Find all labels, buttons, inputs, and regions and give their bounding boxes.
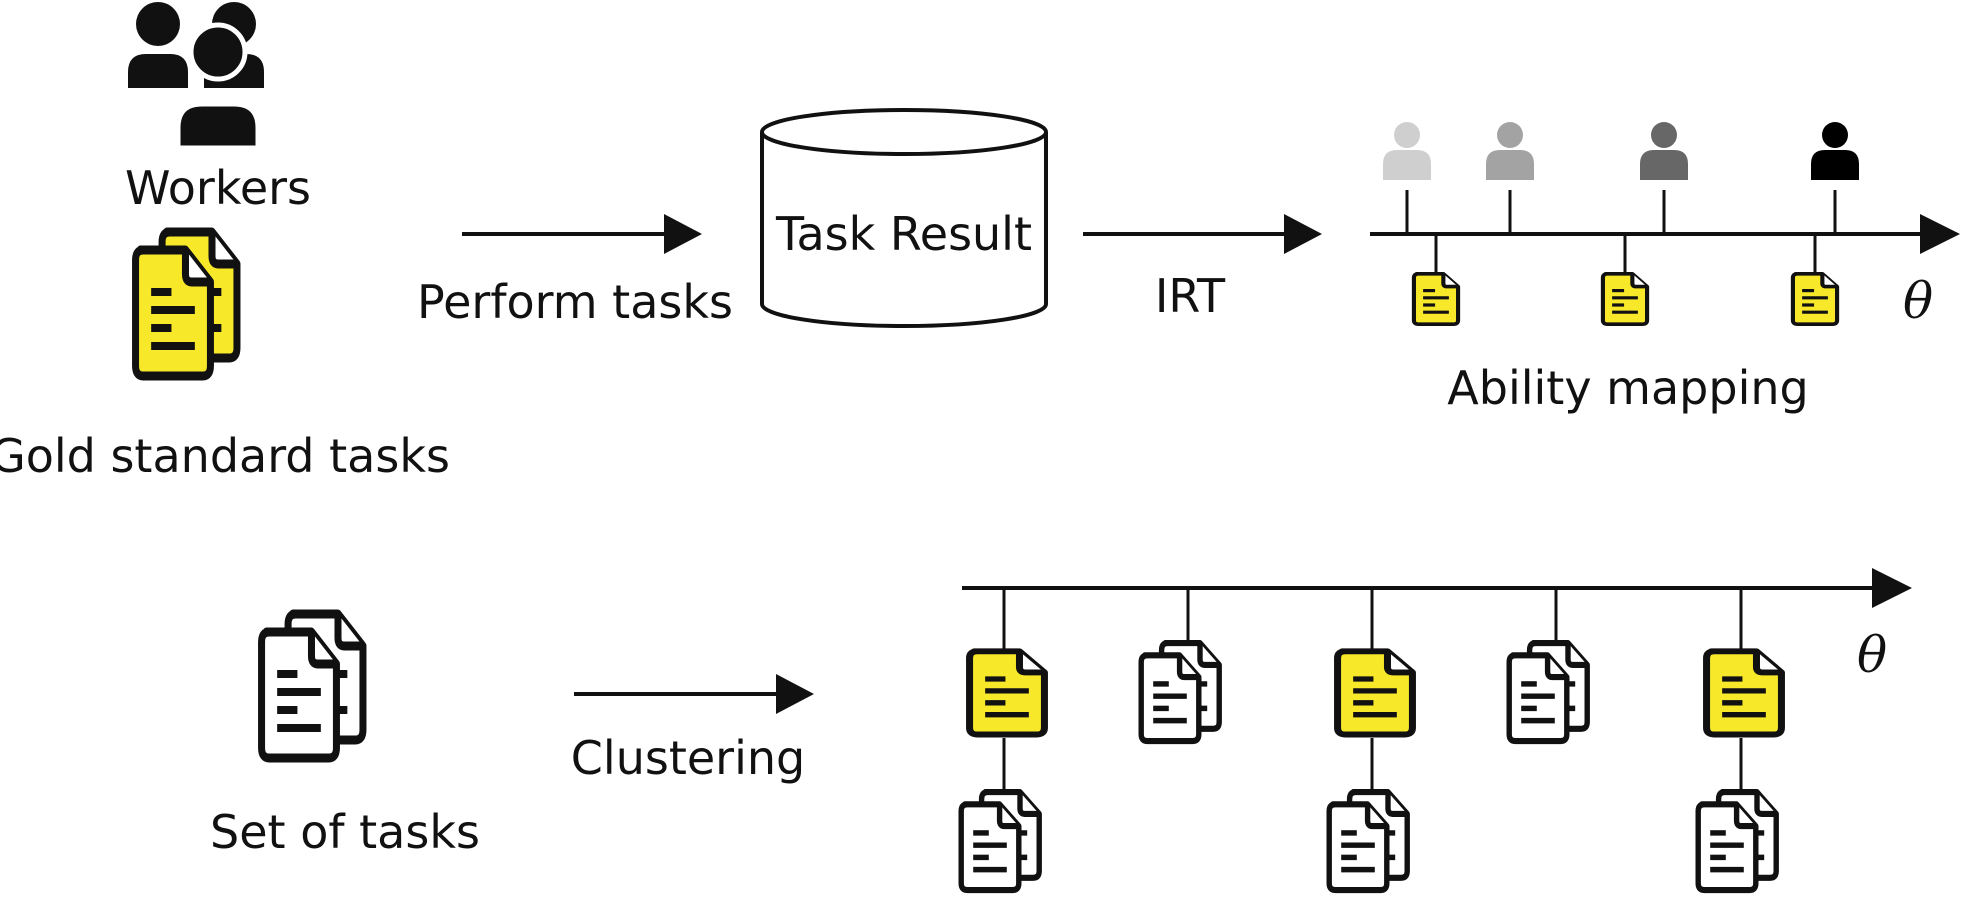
ability-mapping-label: Ability mapping: [1447, 361, 1808, 415]
people-group-icon: [128, 2, 264, 151]
gold-task-ticks: [1434, 234, 1817, 272]
document-icon: [1793, 274, 1837, 324]
irt-label: IRT: [1155, 269, 1226, 323]
irt-arrow: [1083, 214, 1322, 254]
person-icon: [1811, 122, 1859, 180]
person-icon: [1383, 122, 1431, 180]
document-stack-icon: [1329, 792, 1407, 890]
task-result-label: Task Result: [775, 207, 1032, 261]
set-of-tasks-icon: [262, 614, 363, 758]
cluster-ticks: [1002, 588, 1743, 800]
document-stack-icon: [1698, 792, 1776, 890]
gold-tasks-icon: [136, 232, 237, 376]
document-stack-icon: [1509, 643, 1587, 741]
theta-label-top: θ: [1903, 272, 1933, 330]
set-of-tasks-label: Set of tasks: [210, 805, 480, 859]
clustering-label: Clustering: [571, 731, 805, 785]
person-icon: [1486, 122, 1534, 180]
perform-tasks-arrow: [462, 214, 702, 254]
workers-label: Workers: [125, 161, 311, 215]
document-stack-icon: [961, 792, 1039, 890]
document-stack-icon: [1141, 643, 1219, 741]
theta-label-bottom: θ: [1857, 626, 1887, 684]
database-cylinder-icon: [760, 108, 1048, 328]
clustering-arrow: [574, 674, 814, 714]
difficulty-axis: [962, 568, 1912, 608]
document-icon: [970, 651, 1045, 734]
document-icon: [1414, 274, 1458, 324]
person-icon: [1640, 122, 1688, 180]
document-icon: [1603, 274, 1647, 324]
worker-ticks: [1405, 190, 1837, 234]
gold-standard-tasks-label: Gold standard tasks: [0, 429, 450, 483]
document-icon: [1338, 651, 1413, 734]
perform-tasks-label: Perform tasks: [417, 275, 733, 329]
document-icon: [1707, 651, 1782, 734]
